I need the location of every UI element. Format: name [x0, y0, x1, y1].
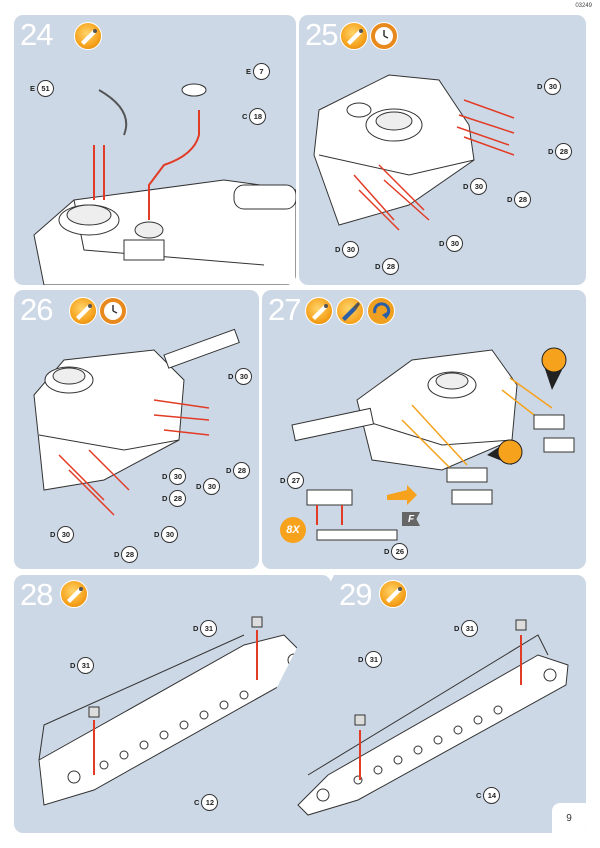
step-number: 24 — [20, 17, 53, 52]
step-number: 26 — [20, 292, 53, 327]
page-number: 9 — [552, 803, 586, 833]
paint-flag: F — [402, 512, 420, 526]
turret-illustration — [291, 347, 575, 541]
clock-icon — [370, 22, 398, 50]
document-code: 03249 — [575, 3, 592, 9]
step-number: 29 — [339, 577, 372, 612]
step-number: 28 — [20, 577, 53, 612]
glue-icon — [379, 580, 407, 608]
step-number: 25 — [305, 17, 338, 52]
glue-icon — [305, 297, 333, 325]
clock-icon — [99, 297, 127, 325]
step-number: 27 — [268, 292, 301, 327]
quantity-badge: 8X — [280, 517, 306, 543]
glue-icon — [69, 297, 97, 325]
turret-illustration — [313, 74, 515, 231]
glue-icon — [74, 22, 102, 50]
glue-icon — [60, 580, 88, 608]
hull-side-illustration — [297, 619, 569, 816]
turret-illustration — [33, 83, 296, 285]
glue-icon — [340, 22, 368, 50]
turret-illustration — [33, 328, 240, 516]
paint-icon — [336, 297, 364, 325]
rotate-icon — [367, 297, 395, 325]
